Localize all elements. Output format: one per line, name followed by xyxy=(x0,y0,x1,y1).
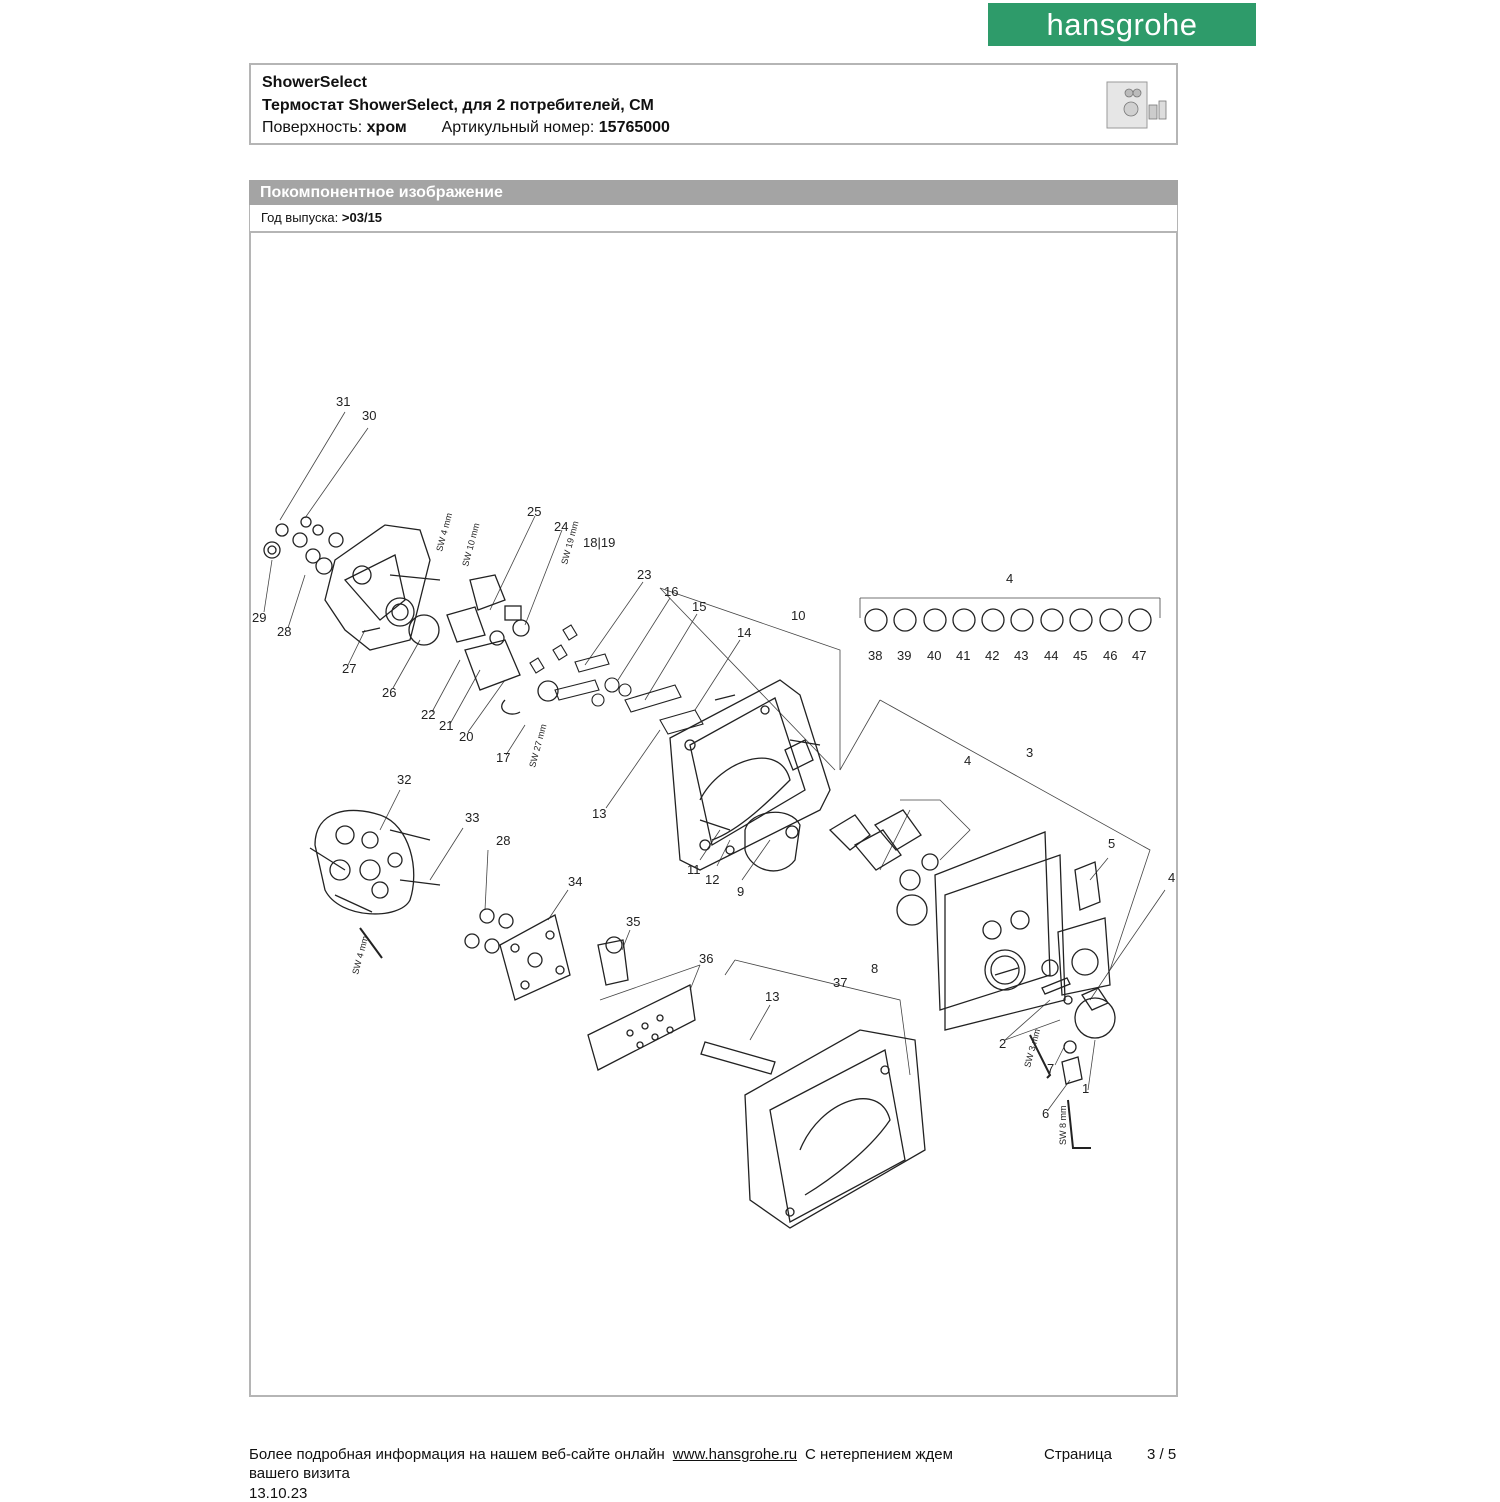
part-label: 35 xyxy=(626,914,640,929)
website-link[interactable]: www.hansgrohe.ru xyxy=(672,1446,798,1463)
part-label: 47 xyxy=(1132,648,1146,663)
footer-text-2: С нетерпением ждем xyxy=(805,1446,953,1463)
part-label: 7 xyxy=(1047,1061,1054,1076)
product-thumbnail-icon xyxy=(1106,81,1167,129)
part-label: 13 xyxy=(765,989,779,1004)
part-label: 28 xyxy=(496,833,510,848)
page-number: 3 / 5 xyxy=(1147,1446,1177,1463)
surface-value: хром xyxy=(366,119,407,136)
tool-label: SW 4 mm xyxy=(350,935,370,976)
part-label: 3 xyxy=(1026,745,1033,760)
part-label: 2 xyxy=(999,1036,1006,1051)
footer-line-1: Более подробная информация на нашем веб-… xyxy=(249,1446,1176,1463)
part-label: 23 xyxy=(637,567,651,582)
year-value: >03/15 xyxy=(341,210,383,225)
part-label: 40 xyxy=(927,648,941,663)
part-label: 30 xyxy=(362,408,376,423)
part-label: 15 xyxy=(692,599,706,614)
part-label: 25 xyxy=(527,504,541,519)
exploded-view-frame xyxy=(249,232,1178,1397)
year-label: Год выпуска: xyxy=(261,210,339,225)
leader-lines xyxy=(263,411,1166,1111)
product-header: ShowerSelect Термостат ShowerSelect, для… xyxy=(249,63,1178,145)
page-label: Страница xyxy=(1044,1446,1112,1463)
part-label: 33 xyxy=(465,810,479,825)
part-label: 36 xyxy=(699,951,713,966)
product-name: Термостат ShowerSelect, для 2 потребител… xyxy=(262,97,654,114)
part-label: 5 xyxy=(1108,836,1115,851)
part-label: 21 xyxy=(439,718,453,733)
part-label: 44 xyxy=(1044,648,1058,663)
diagram-drawing xyxy=(263,411,1166,1229)
part-label: 18|19 xyxy=(583,535,615,550)
footer-line-2: вашего визита xyxy=(249,1465,350,1482)
tool-label: SW 3 mm xyxy=(1022,1028,1042,1069)
tool-label: SW 8 mm xyxy=(1058,1106,1068,1146)
part-label: 28 xyxy=(277,624,291,639)
part-label: 4 xyxy=(1006,571,1013,586)
footer-date: 13.10.23 xyxy=(249,1485,308,1502)
part-label: 46 xyxy=(1103,648,1117,663)
part-label: 1 xyxy=(1082,1081,1089,1096)
tool-label: SW 10 mm xyxy=(460,522,481,568)
part-label: 9 xyxy=(737,884,744,899)
part-label: 26 xyxy=(382,685,396,700)
part-label: 20 xyxy=(459,729,473,744)
section-title: Покомпонентное изображение xyxy=(249,180,1178,205)
part-label: 4 xyxy=(1168,870,1175,885)
hansgrohe-logo: hansgrohe xyxy=(988,3,1256,46)
release-year: Год выпуска: >03/15 xyxy=(249,205,1178,232)
part-label: 11 xyxy=(687,862,701,877)
tool-label: SW 27 mm xyxy=(527,723,548,769)
part-label: 43 xyxy=(1014,648,1028,663)
part-label: 22 xyxy=(421,707,435,722)
part-label: 17 xyxy=(496,750,510,765)
part-label: 39 xyxy=(897,648,911,663)
part-label: 34 xyxy=(568,874,582,889)
part-label: 27 xyxy=(342,661,356,676)
part-label: 12 xyxy=(705,872,719,887)
part-label: 8 xyxy=(871,961,878,976)
tool-labels: SW 4 mm SW 10 mm SW 19 mm SW 27 mm SW 4 … xyxy=(350,512,1068,1145)
part-label: 38 xyxy=(868,648,882,663)
part-label: 24 xyxy=(554,519,568,534)
part-label: 32 xyxy=(397,772,411,787)
part-label: 16 xyxy=(664,584,678,599)
part-label: 42 xyxy=(985,648,999,663)
part-label: 45 xyxy=(1073,648,1087,663)
part-label: 29 xyxy=(252,610,266,625)
part-label: 4 xyxy=(964,753,971,768)
series-name: ShowerSelect xyxy=(262,74,367,91)
part-label: 6 xyxy=(1042,1106,1049,1121)
article-value: 15765000 xyxy=(598,119,670,136)
part-label: 41 xyxy=(956,648,970,663)
footer-text: Более подробная информация на нашем веб-… xyxy=(249,1446,665,1463)
product-details: Поверхность: хром Артикульный номер: 157… xyxy=(262,119,670,137)
tool-label: SW 4 mm xyxy=(434,512,454,553)
button-row xyxy=(864,608,1152,632)
surface-label: Поверхность: xyxy=(262,119,363,136)
part-label: 10 xyxy=(791,608,805,623)
part-label: 14 xyxy=(737,625,751,640)
part-label: 13 xyxy=(592,806,606,821)
part-label: 31 xyxy=(336,394,350,409)
article-label: Артикульный номер: xyxy=(441,119,595,136)
part-labels: 1 2 3 4 4 4 5 6 7 8 9 10 11 12 13 13 14 … xyxy=(252,394,1175,1121)
part-label: 37 xyxy=(833,975,847,990)
